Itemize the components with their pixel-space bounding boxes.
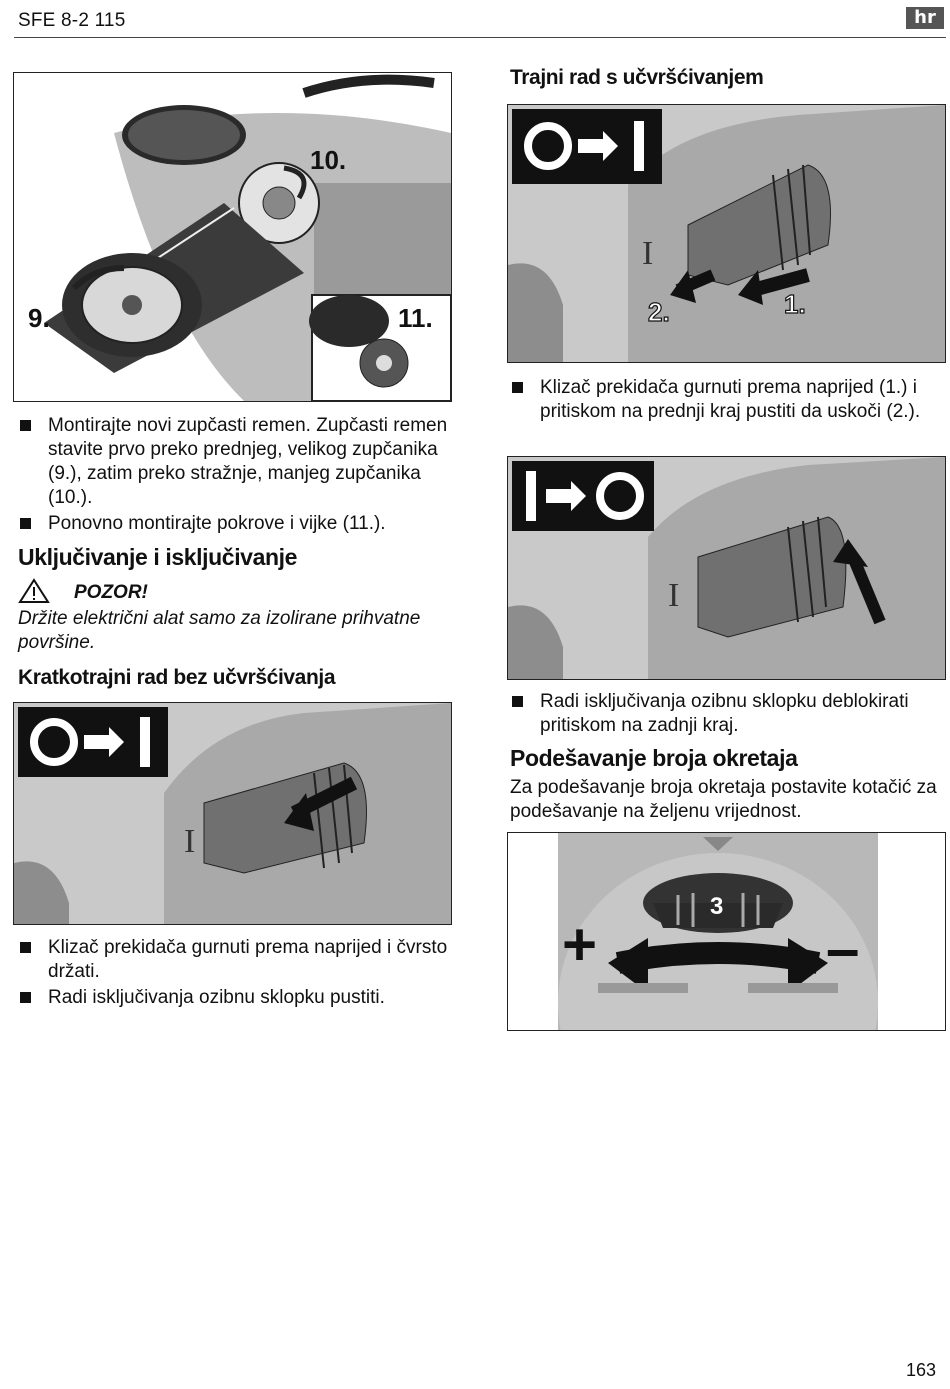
list-item: Radi isključivanja ozibnu sklopku pustit…	[18, 986, 448, 1010]
label-gear-rear: 10.	[310, 145, 347, 175]
list-item: Klizač prekidača gurnuti prema naprijed …	[510, 376, 940, 424]
belt-mounting-illustration	[14, 73, 451, 401]
label-covers-screws: 11.	[398, 303, 433, 333]
minus-sign: –	[826, 915, 860, 982]
switch-mark: I	[668, 577, 680, 614]
unlock-switch-illustration	[508, 457, 945, 679]
belt-mounting-figure: 9. 10. 11.	[13, 72, 452, 402]
list-item: Montirajte novi zupčasti remen. Zupčasti…	[18, 414, 448, 510]
short-run-switch-figure: I	[13, 702, 452, 925]
plus-sign: +	[562, 911, 598, 978]
speed-description: Za podešavanje broja okretaja postavite …	[510, 777, 937, 822]
warning-title: POZOR!	[74, 582, 148, 603]
list-item: Klizač prekidača gurnuti prema naprijed …	[18, 936, 448, 984]
continuous-lock-figure: 2. 1. I	[507, 104, 946, 363]
warning-triangle-icon	[18, 578, 50, 604]
header-divider	[14, 37, 946, 38]
section-title-switching: Uključivanje i isključivanje	[18, 544, 297, 570]
unlock-bullet-list: Radi isključivanja ozibnu sklopku deblok…	[510, 690, 940, 740]
lock-switch-illustration	[508, 105, 945, 362]
list-item: Ponovno montirajte pokrove i vijke (11.)…	[18, 512, 448, 536]
switch-illustration	[14, 703, 451, 924]
speed-dial-illustration	[508, 833, 945, 1030]
switch-mark: I	[642, 235, 654, 272]
speed-dial-figure: 3 + –	[507, 832, 946, 1031]
belt-bullet-list: Montirajte novi zupčasti remen. Zupčasti…	[18, 414, 448, 538]
warning-text: Držite električni alat samo za izolirane…	[18, 608, 421, 653]
label-step-1: 1.	[783, 288, 806, 319]
document-model-title: SFE 8-2 115	[18, 10, 126, 31]
label-step-2: 2.	[647, 296, 670, 327]
switch-mark: I	[184, 823, 196, 860]
list-item: Radi isključivanja ozibnu sklopku deblok…	[510, 690, 940, 738]
lock-bullet-list: Klizač prekidača gurnuti prema naprijed …	[510, 376, 940, 426]
unlock-figure: I	[507, 456, 946, 680]
short-run-bullet-list: Klizač prekidača gurnuti prema naprijed …	[18, 936, 448, 1012]
dial-value: 3	[710, 893, 724, 920]
subsection-title-continuous-run: Trajni rad s učvršćivanjem	[510, 66, 764, 89]
page-number: 163	[905, 1360, 936, 1380]
subsection-title-short-run: Kratkotrajni rad bez učvršćivanja	[18, 666, 336, 689]
label-gear-front: 9.	[28, 303, 50, 333]
section-title-speed: Podešavanje broja okretaja	[510, 745, 798, 771]
language-badge: hr	[906, 7, 944, 29]
